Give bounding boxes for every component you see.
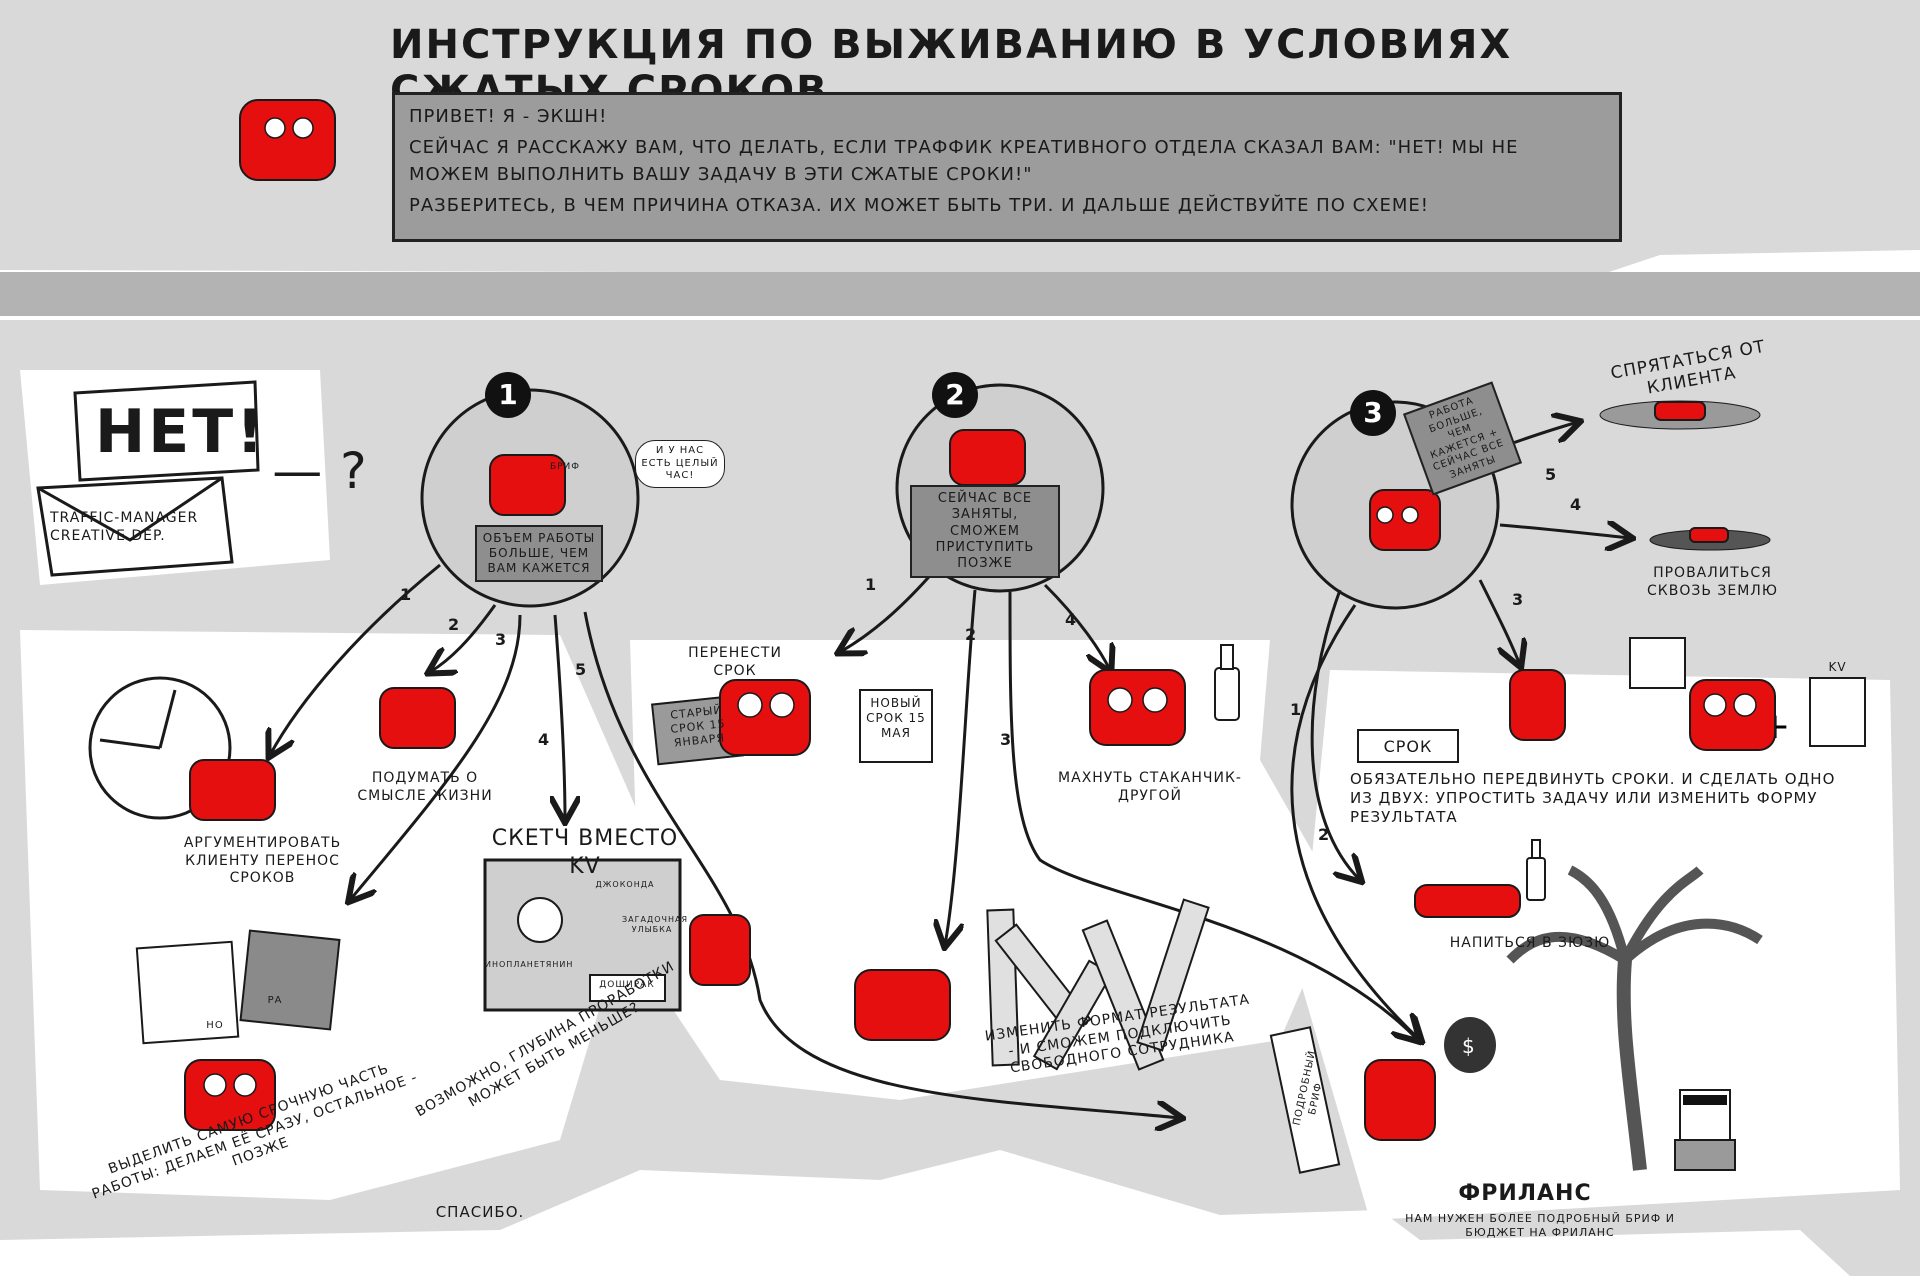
deadline-plank	[1357, 729, 1459, 763]
edge-r3-3: 3	[1512, 590, 1524, 609]
edge-r2-2: 2	[965, 625, 977, 644]
reason1-phone-label: Бриф	[549, 462, 581, 472]
edge-r2-4: 4	[1065, 610, 1077, 629]
old-deadline-text: Старый срок 15 января	[669, 703, 727, 750]
sunglasses-icon	[1674, 1089, 1736, 1171]
arrow-r1-4	[555, 614, 565, 820]
arrow-r3-1	[1290, 604, 1420, 1040]
sketch-label-smile: Загадочная улыбка	[622, 915, 689, 934]
edge-r2-3: 3	[1000, 730, 1012, 749]
new-deadline-text: Новый срок 15 мая	[866, 696, 926, 740]
brief-scroll	[1269, 1026, 1341, 1174]
mascot-reason1	[489, 454, 566, 516]
arrow-r1-3	[350, 614, 522, 900]
edge-r3-1: 1	[1290, 700, 1302, 719]
palm-tree-icon	[1506, 865, 1763, 1171]
separator-band	[0, 272, 1920, 316]
letter-question: — ?	[272, 442, 368, 500]
arrow-r2-4	[1043, 583, 1110, 670]
arrow-r3-3	[1478, 579, 1520, 665]
mascot-pull	[1509, 669, 1566, 741]
kv-document	[1809, 677, 1866, 747]
arrow-r2-3	[1008, 591, 1418, 1040]
outcome-drink-glass: Махнуть стаканчик-другой	[1058, 770, 1242, 804]
arrow-r1-1	[270, 563, 441, 755]
arrow-r2-2	[945, 589, 977, 945]
reason2-sign: Сейчас все заняты, сможем приступить поз…	[910, 485, 1060, 579]
reason1-bubble: И у нас есть целый час!	[635, 440, 725, 488]
mascot-drink	[1089, 669, 1186, 746]
intro-line1: Сейчас я расскажу вам, что делать, если …	[409, 137, 1519, 185]
outcome-sketch-title: Скетч вместо KV	[491, 826, 679, 879]
edge-r1-5: 5	[575, 660, 587, 679]
intro-box: Привет! Я - Экшн! Сейчас я расскажу вам,…	[392, 92, 1622, 242]
mascot-fall	[1689, 527, 1729, 543]
arrow-r2-1	[840, 569, 937, 652]
picture-tag-1: Но	[206, 1020, 224, 1031]
arrow-r3-2	[1310, 589, 1360, 880]
edge-r3-4: 4	[1570, 495, 1582, 514]
outcome-move-and-do: Обязательно передвинуть сроки. И сделать…	[1350, 770, 1836, 826]
outcome-think: Подумать о смысле жизни	[357, 770, 493, 804]
mascot-argue	[189, 759, 276, 821]
letter-no-text: НЕТ!	[95, 397, 267, 467]
mascot-drunk	[1414, 884, 1521, 918]
mascot-think	[379, 687, 456, 749]
edge-r2-1: 1	[865, 575, 877, 594]
outcome-freelance-title: Фриланс	[1458, 1181, 1592, 1206]
kv-planks	[986, 898, 1210, 1071]
arrow-r1-2	[430, 604, 497, 672]
pictures-icon	[135, 929, 341, 1045]
drawing-board	[1629, 637, 1686, 689]
reason2-badge: 2	[932, 372, 978, 418]
new-deadline-board	[859, 689, 933, 763]
mascot-sketch	[689, 914, 751, 986]
mascot-reason2	[949, 429, 1026, 486]
edge-r1-1: 1	[400, 585, 412, 604]
kv-document-label: KV	[1828, 660, 1847, 674]
outcome-move-deadline: Перенести срок	[688, 645, 782, 679]
mascot-format	[854, 969, 951, 1041]
mascot-simplify	[1689, 679, 1776, 751]
edge-r3-2: 2	[1318, 825, 1330, 844]
letter-sender: Traffic-manager creative dep.	[50, 510, 199, 544]
mascot-hide	[1654, 401, 1706, 421]
deadline-plank-label: Срок	[1383, 737, 1433, 756]
sketch-board-icon	[483, 858, 682, 1012]
sketch-label-alien: Инопланетянин	[485, 960, 574, 969]
outcome-argue: Аргументировать клиенту перенос сроков	[183, 835, 342, 886]
svg-text:$: $	[1462, 1034, 1475, 1058]
thanks-text: Спасибо.	[435, 1203, 525, 1221]
sketch-label-doshirak: Доширак	[599, 980, 655, 990]
edge-r1-4: 4	[538, 730, 550, 749]
arrow-r1-5	[583, 611, 1180, 1118]
sketch-label-gioconda: Джоконда	[595, 880, 655, 889]
intro-line2: Разберитесь, в чем причина отказа. Их мо…	[409, 195, 1429, 216]
outcome-fall: Провалиться сквозь землю	[1647, 565, 1778, 599]
outcome-drunk: Напиться в зюзю	[1449, 935, 1611, 951]
edge-r1-2: 2	[448, 615, 460, 634]
intro-greeting: Привет! Я - Экшн!	[409, 106, 608, 127]
reason3-badge: 3	[1350, 390, 1396, 436]
reason1-badge: 1	[485, 372, 531, 418]
envelope-icon	[36, 380, 260, 577]
picture-tag-2: Ра	[267, 995, 283, 1006]
mascot-freelance	[1364, 1059, 1436, 1141]
edge-r3-5: 5	[1545, 465, 1557, 484]
mascot-eyes	[203, 117, 1757, 1097]
bottle-icon	[1214, 644, 1546, 901]
mascot-intro	[239, 99, 336, 181]
arrow-r3-4	[1499, 525, 1630, 538]
money-bag-icon: $	[1444, 1017, 1496, 1073]
edge-r1-3: 3	[495, 630, 507, 649]
reason1-sign: Объем работы больше, чем вам кажется	[475, 525, 603, 582]
outcome-freelance-text: Нам нужен более подробный бриф и бюджет …	[1405, 1212, 1675, 1239]
